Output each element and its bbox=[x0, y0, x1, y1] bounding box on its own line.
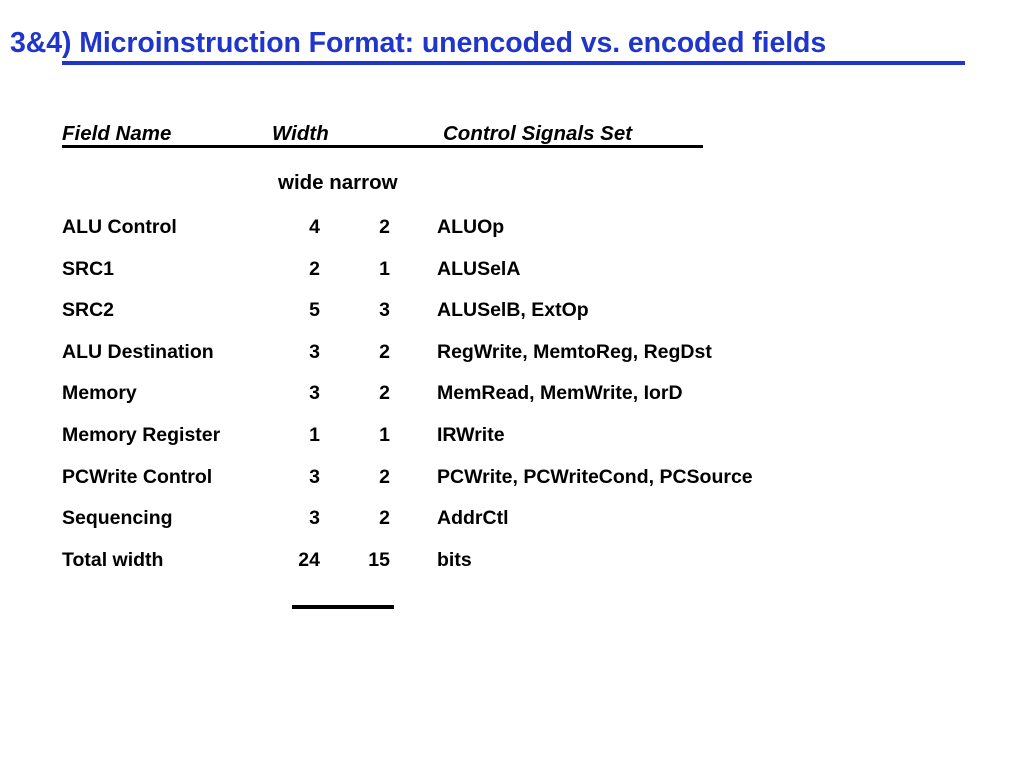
cell-field-name: Memory bbox=[62, 382, 137, 405]
cell-width-narrow: 3 bbox=[379, 299, 390, 322]
cell-control-signals: bits bbox=[437, 548, 472, 571]
cell-width-wide: 24 bbox=[298, 548, 320, 571]
subheader-wide-narrow: wide narrow bbox=[278, 171, 398, 194]
cell-control-signals: RegWrite, MemtoReg, RegDst bbox=[437, 340, 712, 363]
cell-width-wide: 4 bbox=[309, 216, 320, 238]
table-row: Memory 3 2 MemRead, MemWrite, IorD bbox=[0, 376, 1024, 410]
cell-width-narrow: 2 bbox=[379, 216, 390, 238]
cell-field-name: Memory Register bbox=[62, 424, 221, 446]
cell-width-wide: 5 bbox=[309, 299, 320, 322]
cell-width-narrow: 2 bbox=[379, 465, 390, 488]
table-row: Memory Register 1 1 IRWrite bbox=[0, 418, 1024, 452]
title-underline-rule bbox=[62, 61, 965, 65]
cell-width-narrow: 2 bbox=[379, 507, 390, 530]
table-header-row: Field Name Width Control Signals Set bbox=[0, 119, 1024, 149]
column-header-control-signals-set: Control Signals Set bbox=[443, 122, 633, 145]
cell-width-wide: 3 bbox=[309, 382, 320, 405]
total-width-underline-rule bbox=[292, 605, 394, 609]
cell-field-name: PCWrite Control bbox=[62, 465, 213, 488]
table-subheader-row: wide narrow bbox=[0, 168, 1024, 198]
table-row: ALU Control 4 2 ALUOp bbox=[0, 210, 1024, 244]
table-row: Sequencing 3 2 AddrCtl bbox=[0, 501, 1024, 535]
column-header-field-name: Field Name bbox=[62, 122, 172, 145]
cell-control-signals: ALUOp bbox=[437, 216, 505, 238]
cell-control-signals: PCWrite, PCWriteCond, PCSource bbox=[437, 465, 753, 488]
cell-control-signals: IRWrite bbox=[437, 424, 505, 446]
cell-width-narrow: 2 bbox=[379, 382, 390, 405]
cell-field-name: SRC2 bbox=[62, 299, 115, 322]
cell-field-name: ALU Control bbox=[62, 216, 177, 238]
table-row: PCWrite Control 3 2 PCWrite, PCWriteCond, P… bbox=[0, 460, 1024, 494]
table-row: SRC1 2 1 ALUSelA bbox=[0, 252, 1024, 286]
cell-field-name: SRC1 bbox=[62, 257, 115, 280]
cell-control-signals: ALUSelB, ExtOp bbox=[437, 299, 589, 322]
cell-width-wide: 1 bbox=[309, 424, 320, 446]
column-header-width: Width bbox=[272, 122, 329, 145]
cell-field-name: ALU Destination bbox=[62, 340, 214, 363]
table-row: Total width 24 15 bits bbox=[0, 543, 1024, 577]
table-row: SRC2 5 3 ALUSelB, ExtOp bbox=[0, 293, 1024, 327]
cell-width-narrow: 1 bbox=[379, 257, 390, 280]
cell-width-narrow: 1 bbox=[379, 424, 390, 446]
cell-field-name: Sequencing bbox=[62, 507, 173, 530]
cell-width-narrow: 2 bbox=[379, 340, 390, 363]
cell-control-signals: ALUSelA bbox=[437, 257, 521, 280]
cell-control-signals: AddrCtl bbox=[437, 507, 509, 530]
cell-control-signals: MemRead, MemWrite, IorD bbox=[437, 382, 683, 405]
page-title: 3&4) Microinstruction Format: unencoded … bbox=[10, 27, 827, 59]
cell-field-name: Total width bbox=[62, 548, 164, 571]
cell-width-narrow: 15 bbox=[368, 548, 390, 571]
cell-width-wide: 3 bbox=[309, 507, 320, 530]
table-header-underline-rule bbox=[62, 145, 703, 148]
cell-width-wide: 2 bbox=[309, 257, 320, 280]
cell-width-wide: 3 bbox=[309, 340, 320, 363]
table-row: ALU Destination 3 2 RegWrite, MemtoReg, Reg… bbox=[0, 335, 1024, 369]
cell-width-wide: 3 bbox=[309, 465, 320, 488]
